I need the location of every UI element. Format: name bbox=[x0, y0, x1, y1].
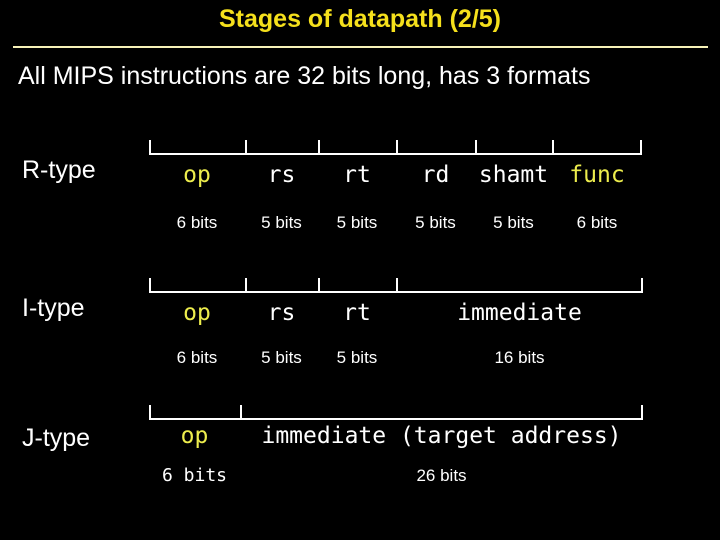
field-boundary-tick bbox=[149, 405, 151, 420]
bit-width-label: 26 bits bbox=[416, 466, 467, 485]
field-name-op: op bbox=[183, 162, 211, 188]
field-boundary-tick bbox=[396, 278, 398, 293]
field-boundary-tick bbox=[396, 140, 398, 155]
bit-width-label: 5 bits bbox=[415, 213, 456, 232]
bit-width-label: 5 bits bbox=[493, 213, 534, 232]
bit-width-label: 5 bits bbox=[261, 348, 302, 367]
format-label-i-type: I-type bbox=[22, 294, 85, 322]
page-title: Stages of datapath (2/5) bbox=[219, 5, 501, 33]
field-boundary-tick bbox=[245, 278, 247, 293]
bit-width-strip: 6 bits 5 bits 5 bits 16 bits bbox=[0, 346, 720, 370]
field-boundary-tick bbox=[475, 140, 477, 155]
field-ruler-i-type bbox=[149, 277, 643, 293]
field-boundary-tick bbox=[149, 278, 151, 293]
field-boundary-tick bbox=[149, 140, 151, 155]
bit-width-label: 5 bits bbox=[336, 348, 378, 367]
bit-width-label: 16 bits bbox=[494, 348, 545, 367]
field-name-strip: op immediate (target address) bbox=[0, 419, 720, 453]
field-boundary-tick bbox=[240, 405, 242, 420]
bit-width-label: 6 bits bbox=[176, 348, 218, 367]
field-name-immediate: immediate bbox=[457, 300, 582, 326]
bit-width-label: 6 bits bbox=[161, 465, 228, 486]
subtitle-text: All MIPS instructions are 32 bits long, … bbox=[18, 62, 591, 90]
field-ruler-j-type bbox=[149, 404, 643, 420]
field-boundary-tick bbox=[640, 140, 642, 155]
field-name-shamt: shamt bbox=[478, 162, 549, 188]
field-name-op: op bbox=[180, 423, 209, 449]
format-label-j-type: J-type bbox=[22, 424, 91, 452]
ruler-baseline bbox=[149, 153, 642, 155]
bit-width-strip: 6 bits 5 bits 5 bits 5 bits 5 bits 6 bits bbox=[0, 211, 720, 235]
field-name-rd: rd bbox=[421, 162, 450, 188]
field-boundary-tick bbox=[318, 140, 320, 155]
bit-width-strip: 6 bits 26 bits bbox=[0, 464, 720, 488]
field-ruler-r-type bbox=[149, 139, 642, 155]
field-boundary-tick bbox=[641, 278, 643, 293]
field-name-op: op bbox=[183, 300, 211, 326]
format-label-r-type: R-type bbox=[22, 156, 96, 184]
bit-width-label: 5 bits bbox=[261, 213, 302, 232]
field-name-immediate: immediate (target address) bbox=[261, 423, 622, 449]
ruler-baseline bbox=[149, 418, 643, 420]
bit-width-label: 5 bits bbox=[336, 213, 378, 232]
bit-width-label: 6 bits bbox=[576, 213, 618, 232]
bit-width-label: 6 bits bbox=[176, 213, 218, 232]
title-divider bbox=[13, 46, 708, 48]
field-name-rt: rt bbox=[343, 162, 371, 188]
field-name-rs: rs bbox=[267, 300, 296, 326]
field-boundary-tick bbox=[318, 278, 320, 293]
field-name-rs: rs bbox=[267, 162, 296, 188]
field-name-rt: rt bbox=[343, 300, 371, 326]
field-name-func: func bbox=[569, 162, 625, 188]
field-boundary-tick bbox=[245, 140, 247, 155]
field-name-strip: op rs rt immediate bbox=[0, 296, 720, 330]
field-boundary-tick bbox=[552, 140, 554, 155]
field-name-strip: op rs rt rd shamt func bbox=[0, 158, 720, 192]
field-boundary-tick bbox=[641, 405, 643, 420]
